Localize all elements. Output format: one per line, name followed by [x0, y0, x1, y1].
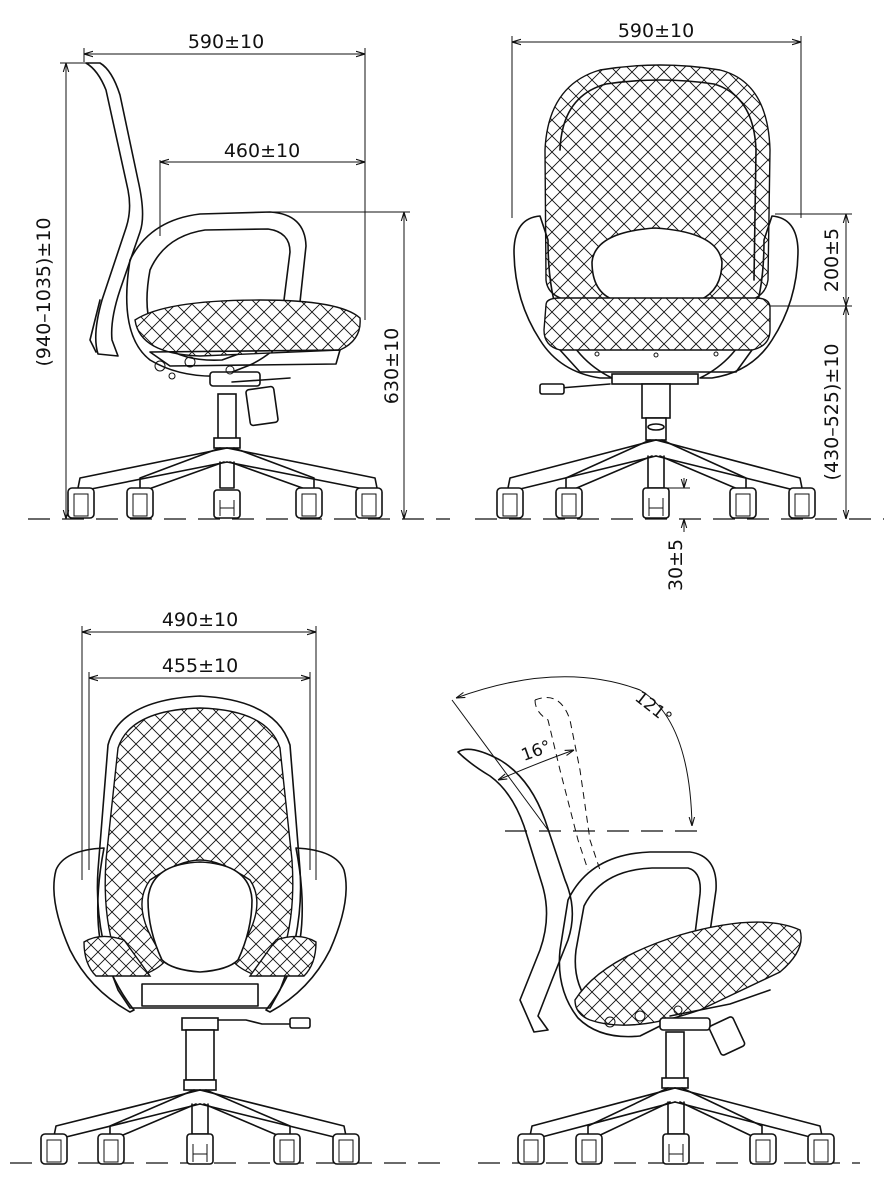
- side-view: [67, 62, 383, 519]
- recline-casters: [517, 1133, 835, 1165]
- front-view: [496, 64, 816, 519]
- side-overall-depth-label: 590±10: [188, 31, 264, 53]
- side-view-dimensions: [60, 48, 410, 519]
- front-casters: [496, 487, 816, 519]
- recline-back-tilt-label: 16°: [519, 737, 554, 766]
- back-view: [40, 695, 360, 1165]
- front-overall-width-label: 590±10: [618, 20, 694, 42]
- side-armrest-height-label: 630±10: [381, 328, 403, 404]
- side-overall-height-label: (940–1035)±10: [33, 217, 55, 366]
- side-seat-depth-label: 460±10: [224, 140, 300, 162]
- front-caster-height-label: 30±5: [665, 539, 687, 591]
- back-inner-width-label: 455±10: [162, 655, 238, 677]
- back-view-dimensions: [81, 626, 317, 880]
- front-seat-height-label: (430–525)±10: [821, 344, 843, 481]
- recline-view: [457, 697, 835, 1165]
- front-view-dimensions: [511, 36, 852, 532]
- back-overall-width-label: 490±10: [162, 609, 238, 631]
- recline-total-angle-label: 121°: [631, 688, 676, 729]
- front-armrest-above-seat-label: 200±5: [821, 228, 843, 292]
- recline-angle-dimensions: [451, 676, 700, 832]
- back-casters: [40, 1133, 360, 1165]
- side-casters: [67, 487, 383, 519]
